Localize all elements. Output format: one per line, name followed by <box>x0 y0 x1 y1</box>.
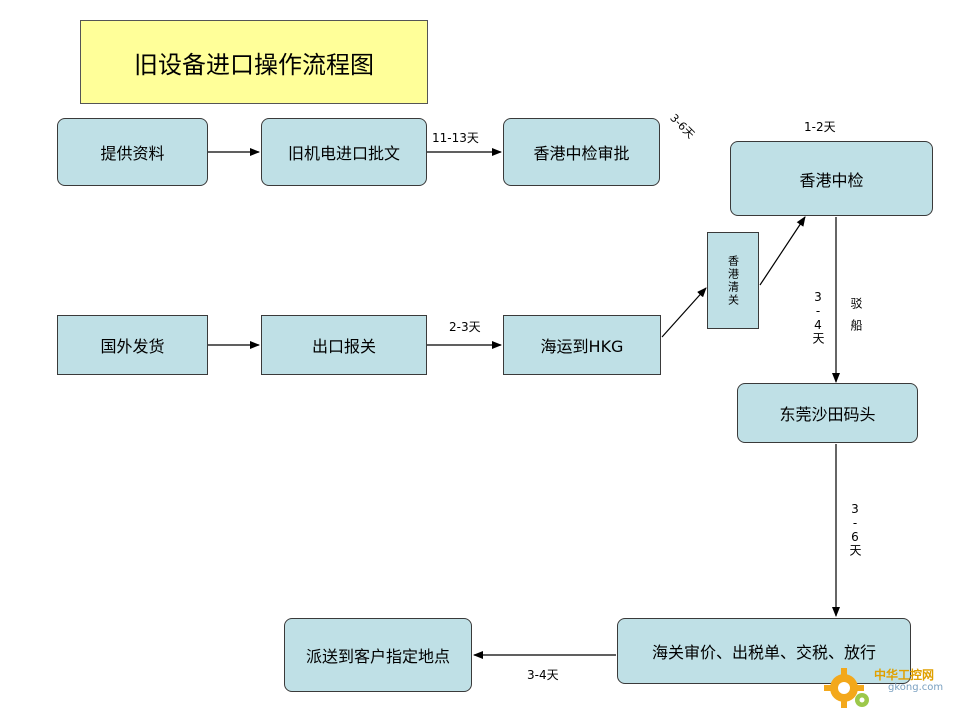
node-hk-inspect: 香港中检 <box>730 141 933 216</box>
node-provide-docs: 提供资料 <box>57 118 208 186</box>
diagram-title: 旧设备进口操作流程图 <box>80 20 428 104</box>
arrow-sea-to-clearance <box>661 287 707 338</box>
node-hk-clearance: 香港清关 <box>707 232 759 329</box>
arrow-clearance-to-hk-inspect <box>759 216 806 286</box>
node-deliver: 派送到客户指定地点 <box>284 618 472 692</box>
label-port-to-customs: 3-6天 <box>848 502 862 556</box>
node-dongguan-port: 东莞沙田码头 <box>737 383 918 443</box>
label-inspect-to-port-days: 3-4天 <box>811 290 825 344</box>
node-approval-doc: 旧机电进口批文 <box>261 118 427 186</box>
label-export-to-sea: 2-3天 <box>449 320 481 334</box>
watermark-name: 中华工控网 <box>874 668 935 682</box>
watermark-url: gkong.com <box>888 682 944 693</box>
gear-icon <box>824 668 869 708</box>
node-sea-to-hkg: 海运到HKG <box>503 315 661 375</box>
node-export-declare: 出口报关 <box>261 315 427 375</box>
watermark-logo: 中华工控网 gkong.com <box>822 662 952 712</box>
label-inspect-to-port-action: 驳船 <box>849 297 863 341</box>
node-ship-abroad: 国外发货 <box>57 315 208 375</box>
label-inspect-duration: 1-2天 <box>804 120 836 134</box>
label-approval-to-inspect: 11-13天 <box>432 131 479 145</box>
label-customs-to-deliver: 3-4天 <box>527 668 559 682</box>
node-customs: 海关审价、出税单、交税、放行 <box>617 618 911 684</box>
node-hk-inspect-approve: 香港中检审批 <box>503 118 660 186</box>
